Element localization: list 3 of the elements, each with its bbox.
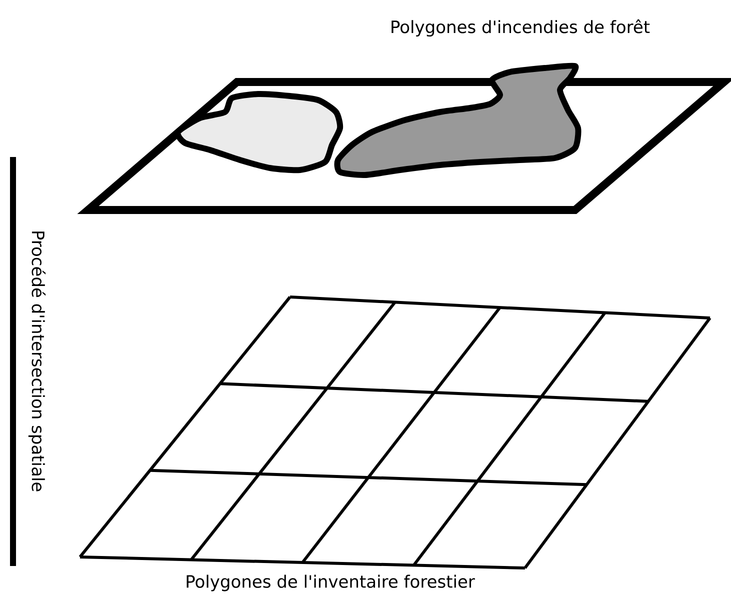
process-label: Procédé d'intersection spatiale <box>28 232 46 492</box>
layer-title: Polygones de l'inventaire forestier <box>186 574 475 592</box>
layer-title: Polygones d'incendies de forêt <box>392 19 650 37</box>
